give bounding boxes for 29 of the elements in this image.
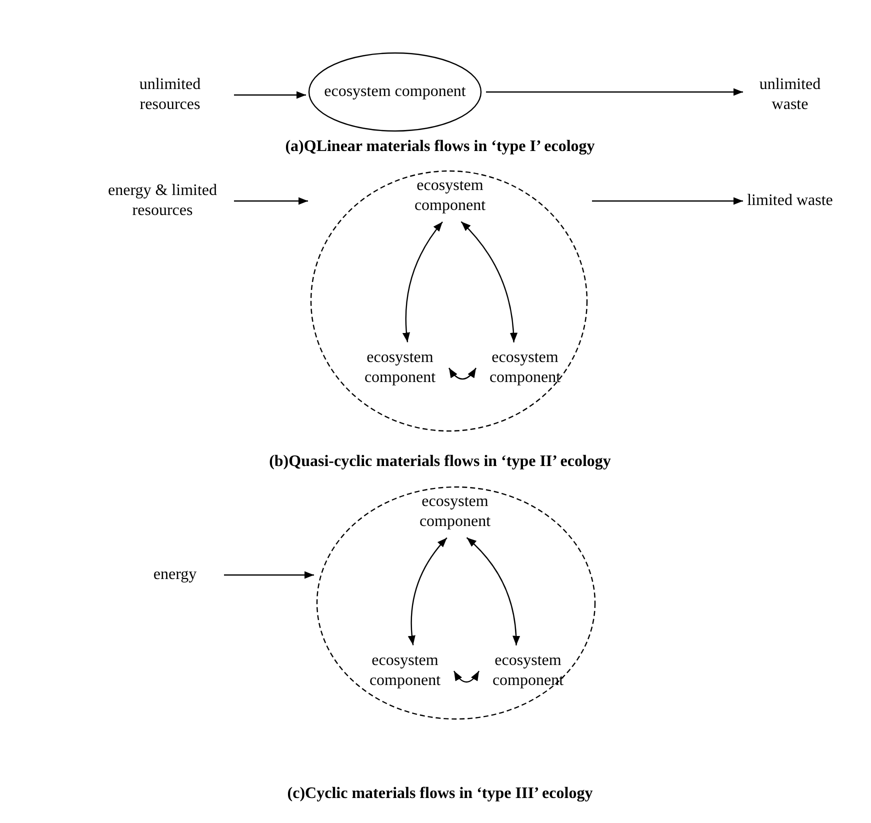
- text-label: ecosystem component: [400, 490, 510, 534]
- text-label: unlimited waste: [745, 72, 835, 118]
- text-label: ecosystem component: [480, 346, 570, 390]
- caption: (a)QLinear materials flows in ‘type I’ ecology: [285, 138, 595, 156]
- caption: (c)Cyclic materials flows in ‘type III’ ecology: [287, 785, 593, 803]
- dashed-circle: [310, 170, 588, 432]
- text-label: ecosystem component: [355, 346, 445, 390]
- text-label: unlimited resources: [110, 72, 230, 118]
- node-text: ecosystem component: [324, 82, 466, 102]
- double-arrow: [408, 537, 448, 646]
- double-arrow: [402, 221, 443, 342]
- arrow: [234, 91, 306, 99]
- arrow: [224, 571, 314, 579]
- double-arrow: [448, 368, 476, 380]
- ellipse: [308, 52, 482, 132]
- text-label: energy: [130, 562, 220, 588]
- caption: (b)Quasi-cyclic materials flows in ‘type II’ ecology: [269, 453, 611, 471]
- text-label: energy & limited resources: [95, 178, 230, 224]
- text-label: ecosystem component: [395, 174, 505, 218]
- double-arrow: [460, 221, 518, 342]
- text-label: ecosystem component: [483, 649, 573, 693]
- text-label: limited waste: [745, 178, 835, 224]
- double-arrow: [466, 537, 520, 646]
- arrow: [486, 88, 743, 96]
- double-arrow: [453, 670, 480, 683]
- text-label: ecosystem component: [360, 649, 450, 693]
- arrow: [234, 197, 308, 205]
- dashed-circle: [316, 486, 596, 720]
- arrow: [592, 197, 743, 205]
